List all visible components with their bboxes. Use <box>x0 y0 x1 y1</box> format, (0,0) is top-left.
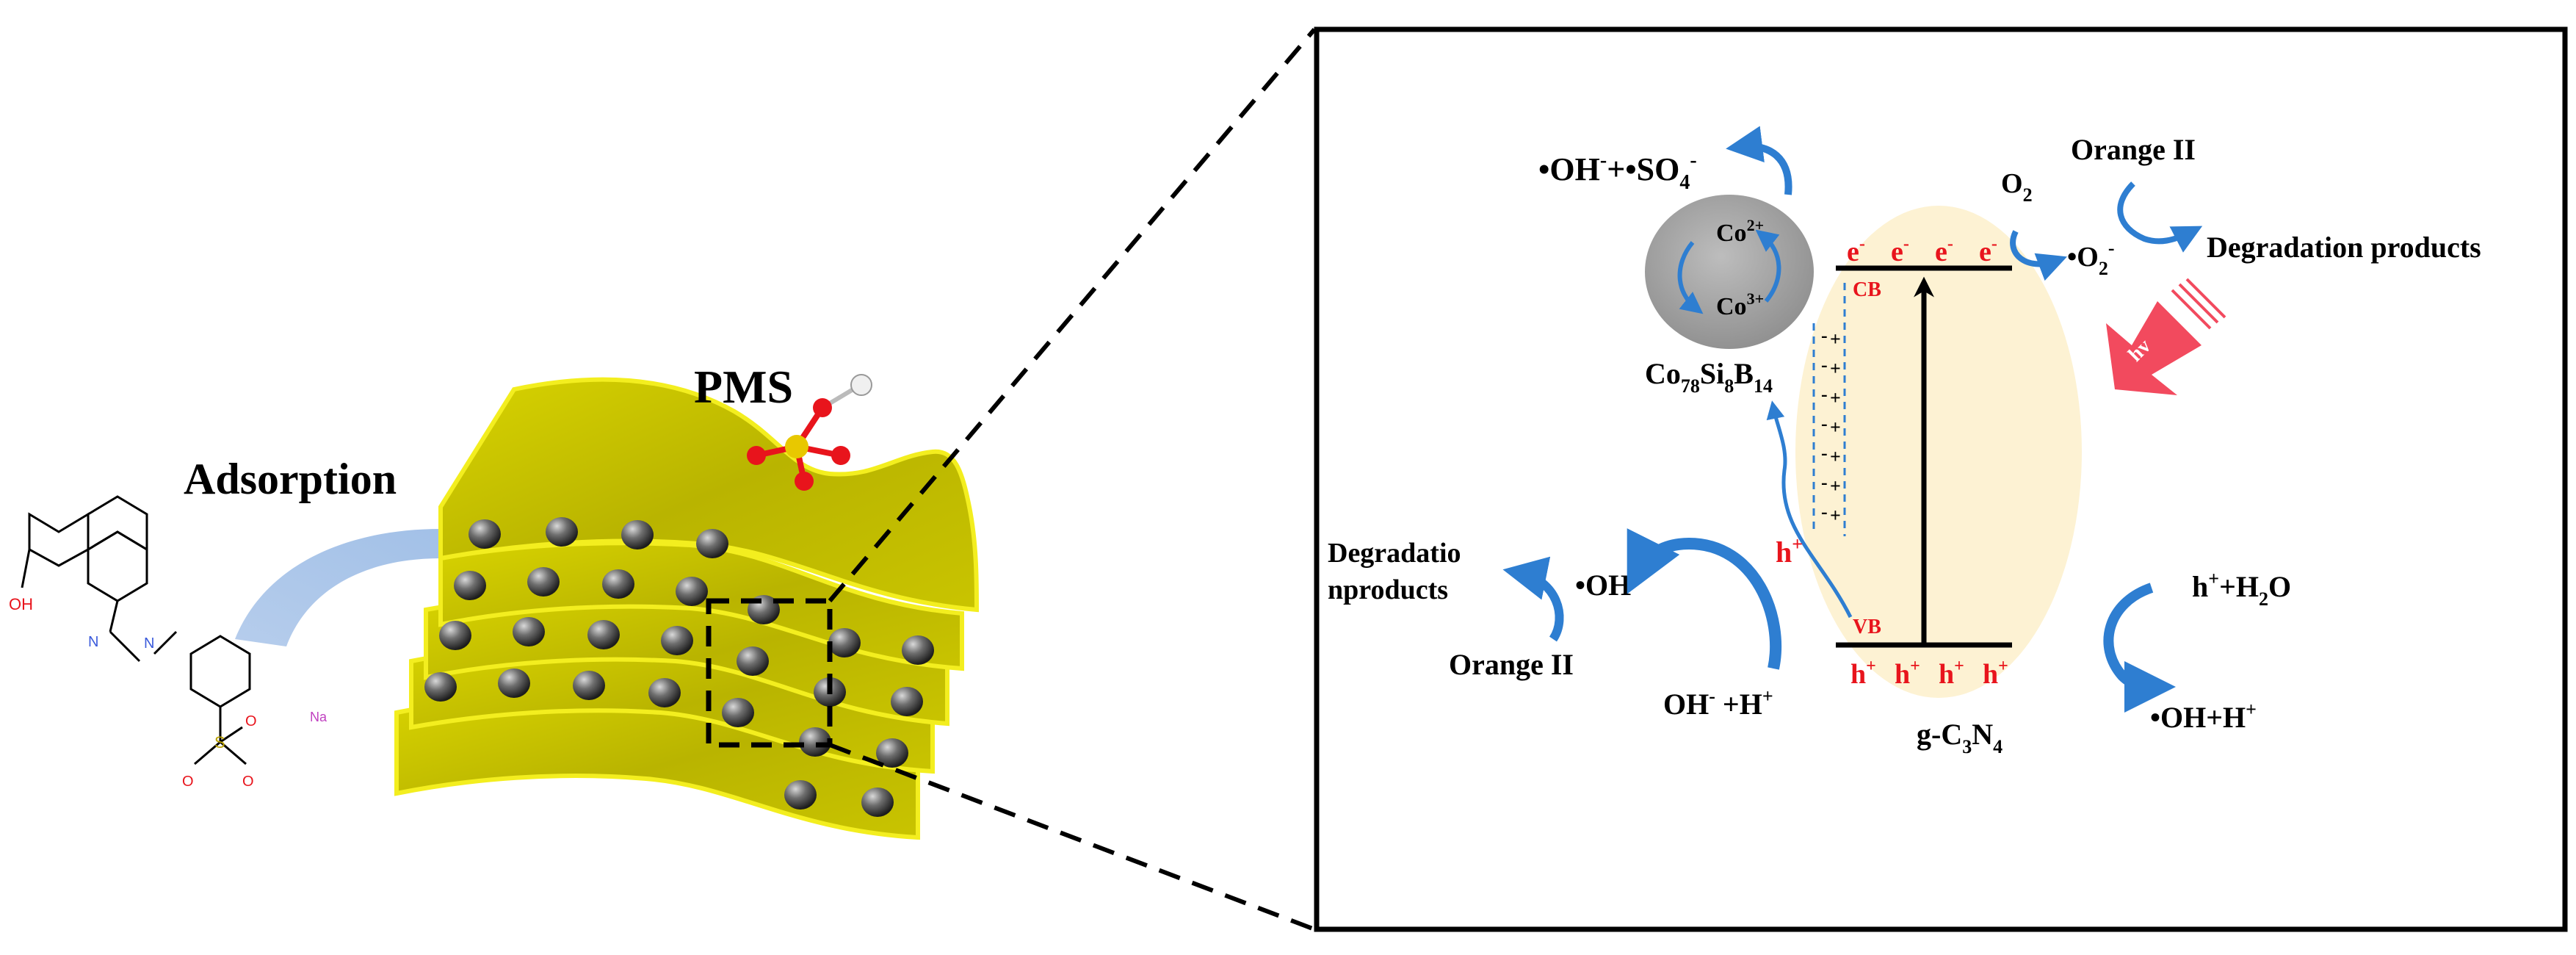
co-alloy-sphere <box>1645 195 1814 349</box>
electron-1: e- <box>1847 234 1865 267</box>
electron-4: e- <box>1979 234 1997 267</box>
oh-generation-arrow-right <box>2103 583 2176 713</box>
degradation-left-line1: Degradatio <box>1328 538 1461 569</box>
co-alloy-label: Co78Si8B14 <box>1645 357 1773 397</box>
h-plus-left: h+ <box>1776 533 1803 569</box>
molecule-o-label-right: O <box>242 774 254 790</box>
molecule-na-label: Na <box>310 710 328 724</box>
superoxide-label: •O2- <box>2067 237 2115 279</box>
svg-text:+: + <box>1830 417 1841 438</box>
co2-label: Co2+ <box>1716 216 1764 247</box>
adsorption-label: Adsorption <box>184 455 397 503</box>
hole-3: h+ <box>1939 657 1964 690</box>
h-plus-h2o: h++H2O <box>2192 568 2291 610</box>
orange-ii-molecule <box>21 495 251 765</box>
electrons-row: e- e- e- e- <box>1847 234 1997 267</box>
orange-top-degradation-arrow <box>2117 181 2203 253</box>
svg-text:+: + <box>1830 358 1841 379</box>
gc3n4-label: g-C3N4 <box>1917 718 2002 757</box>
svg-text:-: - <box>1821 325 1828 346</box>
zoom-line-bottom <box>828 743 1316 931</box>
oh-minus-h-plus: OH- +H+ <box>1663 685 1773 721</box>
orange-ii-top-label: Orange II <box>2071 133 2196 166</box>
radicals-top-label: •OH-+•SO4- <box>1538 149 1697 194</box>
zoom-line-top <box>828 28 1317 602</box>
svg-text:-: - <box>1821 413 1828 434</box>
svg-text:+: + <box>1830 505 1841 526</box>
molecule-o-label-left: O <box>182 774 194 790</box>
vb-label: VB <box>1853 616 1881 638</box>
cb-label: CB <box>1853 278 1881 301</box>
pms-label: PMS <box>694 361 793 413</box>
oh-plus-h-right: •OH+H+ <box>2150 699 2257 734</box>
metallic-spheres <box>424 517 934 817</box>
holes-row: h+ h+ h+ h+ <box>1850 657 2008 690</box>
electron-2: e- <box>1891 234 1909 267</box>
hole-2: h+ <box>1895 657 1920 690</box>
molecule-o-minus-label: O <box>245 713 257 729</box>
light-arrow <box>2106 278 2226 395</box>
svg-text:+: + <box>1830 446 1841 467</box>
layered-sheets <box>394 377 980 840</box>
degradation-products-top: Degradation products <box>2207 231 2481 264</box>
left-panel: OH N N S O O O Na Adsorption <box>9 28 1317 931</box>
co3-label: Co3+ <box>1716 289 1764 320</box>
svg-text:+: + <box>1830 387 1841 408</box>
interface-charges: -+ -+ -+ -+ -+ -+ -+ <box>1821 325 1841 526</box>
hole-1: h+ <box>1850 657 1876 690</box>
co-cycle-arrow-right <box>1755 229 1781 303</box>
svg-text:-: - <box>1821 354 1828 375</box>
o2-label: O2 <box>2001 168 2033 206</box>
hole-transfer-arrow <box>1766 400 1853 619</box>
degradation-left-line2: nproducts <box>1328 574 1448 605</box>
svg-text:-: - <box>1821 501 1828 522</box>
orange-ii-bottom-left: Orange II <box>1449 648 1574 681</box>
molecule-n2-label: N <box>144 635 154 652</box>
zoom-box <box>706 598 833 748</box>
molecule-n1-label: N <box>88 634 98 650</box>
svg-text:+: + <box>1830 328 1841 350</box>
o2-reduction-arrow <box>2010 230 2067 281</box>
molecule-s-label: S <box>214 733 225 752</box>
right-panel: Co2+ Co3+ •OH-+•SO4- Co78Si8B14 e- e- e-… <box>1314 26 2568 932</box>
svg-text:-: - <box>1821 442 1828 464</box>
oh-generation-arrow-left <box>1627 528 1782 670</box>
oh-degradation-arrow <box>1502 556 1564 642</box>
molecule-oh-label: OH <box>9 595 33 613</box>
hole-4: h+ <box>1983 657 2008 690</box>
oh-radical-left: •OH <box>1575 569 1631 602</box>
co-cycle-arrow-left <box>1677 241 1704 314</box>
electron-3: e- <box>1935 234 1953 267</box>
svg-text:-: - <box>1821 383 1828 405</box>
radical-generation-arrow <box>1726 126 1792 195</box>
gc3n4-ellipse <box>1795 206 2082 698</box>
svg-text:+: + <box>1830 475 1841 497</box>
svg-text:-: - <box>1821 472 1828 493</box>
pms-molecule <box>747 374 872 491</box>
